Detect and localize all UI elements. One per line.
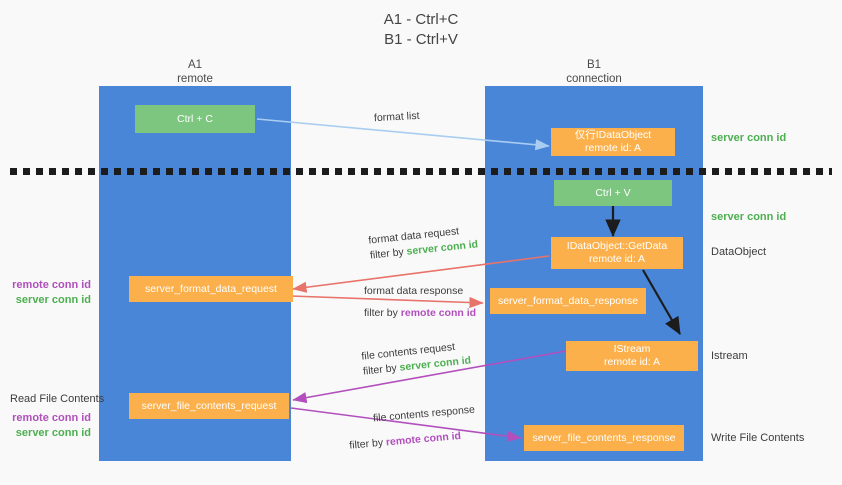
node-istream[interactable]: IStream remote id: A bbox=[566, 341, 698, 371]
label-server-conn-id-mid: server conn id bbox=[711, 211, 787, 223]
label-server-conn-id-1: server conn id bbox=[15, 294, 91, 306]
page-title: A1 - Ctrl+C B1 - Ctrl+V bbox=[0, 10, 842, 50]
node-ctrl-c[interactable]: Ctrl + C bbox=[135, 105, 255, 133]
edge-format-data-response-line1: format data response bbox=[364, 285, 464, 297]
title-line-1: A1 - Ctrl+C bbox=[383, 11, 459, 28]
node-idataobject-line1: 仅行IDataObject bbox=[574, 129, 652, 141]
node-ctrl-v-label: Ctrl + V bbox=[595, 186, 631, 199]
node-server-format-data-request-label: server_format_data_request bbox=[145, 282, 277, 295]
label-conn-ids-format: remote conn id server conn id bbox=[10, 278, 91, 308]
label-write-file-contents: Write File Contents bbox=[711, 432, 805, 444]
node-server-file-contents-response[interactable]: server_file_contents_response bbox=[524, 425, 684, 451]
filter-value-remote-conn-id: remote conn id bbox=[385, 429, 462, 449]
node-server-format-data-request[interactable]: server_format_data_request bbox=[129, 276, 293, 302]
label-read-file-contents: Read File Contents bbox=[10, 393, 105, 405]
label-dataobject: DataObject bbox=[711, 246, 767, 258]
node-server-format-data-response-label: server_format_data_response bbox=[497, 294, 639, 307]
edge-label-file-contents-request: file contents request filter by server c… bbox=[361, 338, 472, 379]
label-conn-ids-file: remote conn id server conn id bbox=[10, 411, 91, 441]
phase-divider bbox=[10, 168, 832, 175]
node-istream-line1: IStream bbox=[613, 343, 651, 355]
label-server-conn-id-2: server conn id bbox=[15, 427, 91, 439]
title-line-2: B1 - Ctrl+V bbox=[384, 31, 458, 48]
node-ctrl-c-label: Ctrl + C bbox=[177, 112, 213, 125]
edge-label-format-data-response: format data response filter by remote co… bbox=[364, 284, 476, 321]
column-b1-name: B1 bbox=[586, 59, 602, 71]
filter-value-remote-conn-id: remote conn id bbox=[400, 307, 477, 319]
node-idataobject-line2: remote id: A bbox=[584, 142, 642, 154]
label-remote-conn-id-1: remote conn id bbox=[12, 279, 91, 291]
node-server-file-contents-response-label: server_file_contents_response bbox=[532, 431, 676, 444]
node-istream-line2: remote id: A bbox=[603, 356, 661, 368]
node-server-file-contents-request[interactable]: server_file_contents_request bbox=[129, 393, 289, 419]
edge-label-file-contents-response: file contents response filter by remote … bbox=[349, 403, 477, 452]
filter-prefix: filter by bbox=[362, 361, 401, 378]
label-server-conn-id-top: server conn id bbox=[711, 132, 787, 144]
column-b1-sub: connection bbox=[566, 73, 622, 85]
edge-label-format-data-request: format data request filter by server con… bbox=[368, 222, 479, 263]
edge-format-data-response-line2: filter by remote conn id bbox=[364, 306, 476, 321]
column-a1-sub: remote bbox=[177, 73, 213, 85]
edge-label-format-list: format list bbox=[374, 109, 420, 126]
filter-prefix: filter by bbox=[348, 436, 387, 452]
column-a1-name: A1 bbox=[187, 59, 203, 71]
node-server-file-contents-request-label: server_file_contents_request bbox=[141, 399, 277, 412]
node-getdata[interactable]: IDataObject::GetData remote id: A bbox=[551, 237, 683, 269]
column-header-a1: A1 remote bbox=[99, 58, 291, 86]
edge-label-format-list-text: format list bbox=[373, 109, 420, 125]
node-idataobject[interactable]: 仅行IDataObject remote id: A bbox=[551, 128, 675, 156]
node-ctrl-v[interactable]: Ctrl + V bbox=[554, 180, 672, 206]
filter-prefix: filter by bbox=[364, 307, 401, 319]
column-header-b1: B1 connection bbox=[485, 58, 703, 86]
filter-prefix: filter by bbox=[369, 245, 408, 262]
node-server-format-data-response[interactable]: server_format_data_response bbox=[490, 288, 646, 314]
label-remote-conn-id-2: remote conn id bbox=[12, 412, 91, 424]
node-getdata-line1: IDataObject::GetData bbox=[566, 240, 668, 252]
node-getdata-line2: remote id: A bbox=[588, 253, 646, 265]
label-istream: Istream bbox=[711, 350, 748, 362]
edge-file-contents-response-line2: filter by remote conn id bbox=[349, 428, 478, 454]
edge-file-contents-response-line1: file contents response bbox=[372, 403, 476, 425]
